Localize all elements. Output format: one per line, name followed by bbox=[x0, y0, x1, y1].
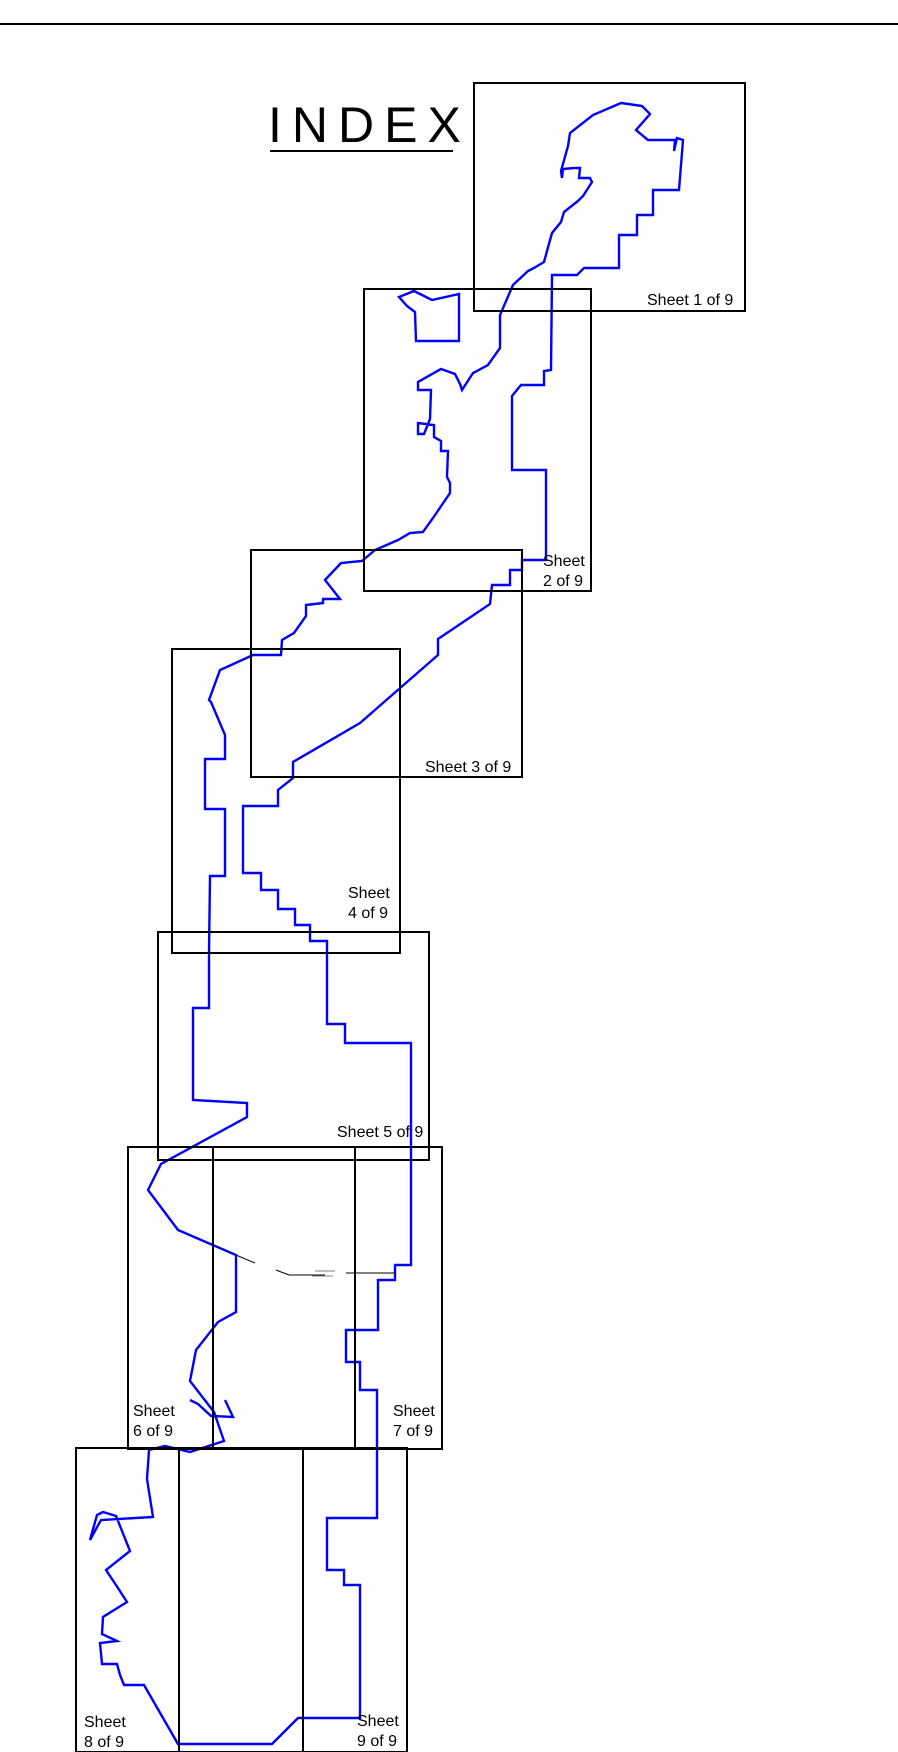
main-boundary-outline bbox=[88, 101, 685, 1746]
sheet-6-label: Sheet 6 of 9 bbox=[133, 1403, 179, 1440]
sheet-9-label: Sheet 9 of 9 bbox=[357, 1713, 403, 1750]
sheet-frames bbox=[75, 82, 746, 1752]
area-boundary bbox=[88, 101, 685, 1746]
sheet-5-frame[interactable] bbox=[157, 931, 430, 1161]
sheet-8-label: Sheet 8 of 9 bbox=[84, 1714, 130, 1751]
sheet-1-label: Sheet 1 of 9 bbox=[647, 292, 733, 309]
detached-parcel bbox=[396, 289, 461, 343]
sheet-7-label: Sheet 7 of 9 bbox=[393, 1403, 439, 1440]
sheet-2-frame[interactable] bbox=[363, 288, 592, 592]
road-marks bbox=[235, 1254, 395, 1277]
sheet-9-frame[interactable] bbox=[178, 1447, 408, 1752]
sheet-3-label: Sheet 3 of 9 bbox=[425, 759, 511, 776]
page-title: INDEX bbox=[268, 97, 471, 153]
sheet-4-frame[interactable] bbox=[171, 648, 401, 954]
sheet-3-frame[interactable] bbox=[250, 549, 523, 778]
sheet-8-frame[interactable] bbox=[75, 1447, 304, 1752]
west-fork-line bbox=[189, 1398, 235, 1419]
sheet-2-label: Sheet 2 of 9 bbox=[543, 553, 589, 590]
sheet-labels: Sheet 1 of 9 Sheet 2 of 9 Sheet 3 of 9 S… bbox=[84, 292, 733, 1751]
sheet-4-label: Sheet 4 of 9 bbox=[348, 885, 394, 922]
sheet-1-frame[interactable] bbox=[473, 82, 746, 312]
sheet-5-label: Sheet 5 of 9 bbox=[337, 1124, 423, 1141]
